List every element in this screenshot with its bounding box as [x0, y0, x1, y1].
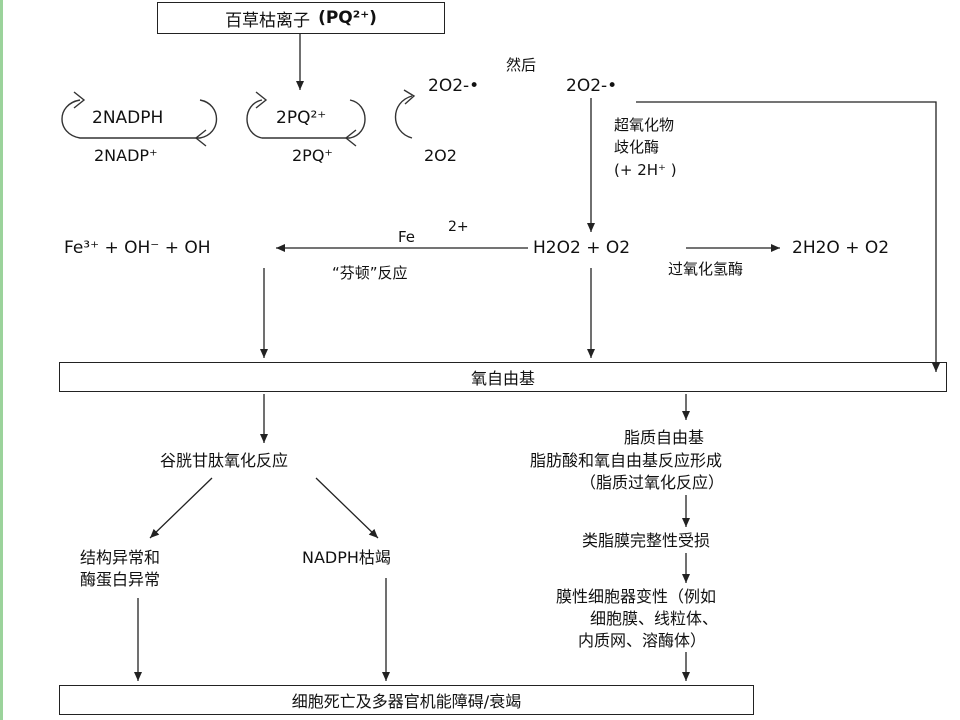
organelle-line3: 内质网、溶酶体） [578, 631, 707, 650]
o2-radical-left: 2O2-• [428, 76, 480, 96]
cycle-nadph-bottom: 2NADP⁺ [94, 146, 158, 165]
lipid-line3: （脂质过氧化反应） [580, 473, 725, 492]
o2-radical-right: 2O2-• [566, 76, 618, 96]
catalase-label: 过氧化氢酶 [668, 260, 744, 278]
arrow-glutathione-to-structure [149, 477, 213, 539]
paraquat-name: 百草枯离子 [225, 10, 311, 31]
cycle-arrow-pq [246, 91, 366, 147]
glutathione-oxidation: 谷胱甘肽氧化反应 [160, 451, 289, 470]
oxygen-free-radical-label: 氧自由基 [470, 369, 535, 388]
organelle-line1: 膜性细胞器变性（例如 [556, 587, 717, 606]
lipid-line2: 脂肪酸和氧自由基反应形成 [530, 451, 723, 470]
organelle-line2: 细胞膜、线粒体、 [590, 609, 719, 628]
fenton-reaction-label: “芬顿”反应 [332, 264, 408, 282]
h2o2-node: H2O2 + O2 [533, 238, 631, 258]
outcome-label: 细胞死亡及多器官机能障碍/衰竭 [291, 692, 522, 711]
fe-charge: 2+ [448, 219, 469, 235]
cycle-arrow-nadph [61, 91, 217, 147]
sod-line2: 歧化酶 [614, 138, 660, 156]
paraquat-box: 百草枯离子 (PQ²⁺) [157, 2, 445, 34]
then-label: 然后 [506, 56, 537, 74]
cycle-pq-bottom: 2PQ⁺ [292, 146, 333, 165]
water-node: 2H2O + O2 [792, 238, 890, 258]
cycle-nadph-top: 2NADPH [92, 108, 164, 128]
membrane-damage: 类脂膜完整性受损 [582, 531, 711, 550]
paraquat-formula: (PQ²⁺) [318, 8, 377, 28]
accent-bar [0, 0, 3, 720]
structure-line2: 酶蛋白异常 [80, 570, 161, 589]
fe-label: Fe [398, 228, 416, 246]
oxygen-free-radical-box: 氧自由基 [59, 362, 947, 392]
sod-line3: (+ 2H⁺ ) [614, 161, 677, 179]
outcome-box: 细胞死亡及多器官机能障碍/衰竭 [59, 685, 754, 715]
arrow-glutathione-to-nadph [315, 477, 379, 539]
structure-line1: 结构异常和 [80, 548, 161, 567]
cycle-o2-bottom: 2O2 [424, 146, 457, 165]
cycle-arrow-o2 [395, 89, 416, 139]
fenton-products: Fe³⁺ + OH⁻ + OH [64, 238, 211, 258]
nadph-depletion: NADPH枯竭 [302, 548, 391, 567]
sod-line1: 超氧化物 [614, 116, 675, 134]
arrow-superoxide-bypass [636, 101, 940, 372]
lipid-line1: 脂质自由基 [624, 428, 705, 447]
cycle-pq-top: 2PQ²⁺ [276, 108, 327, 128]
